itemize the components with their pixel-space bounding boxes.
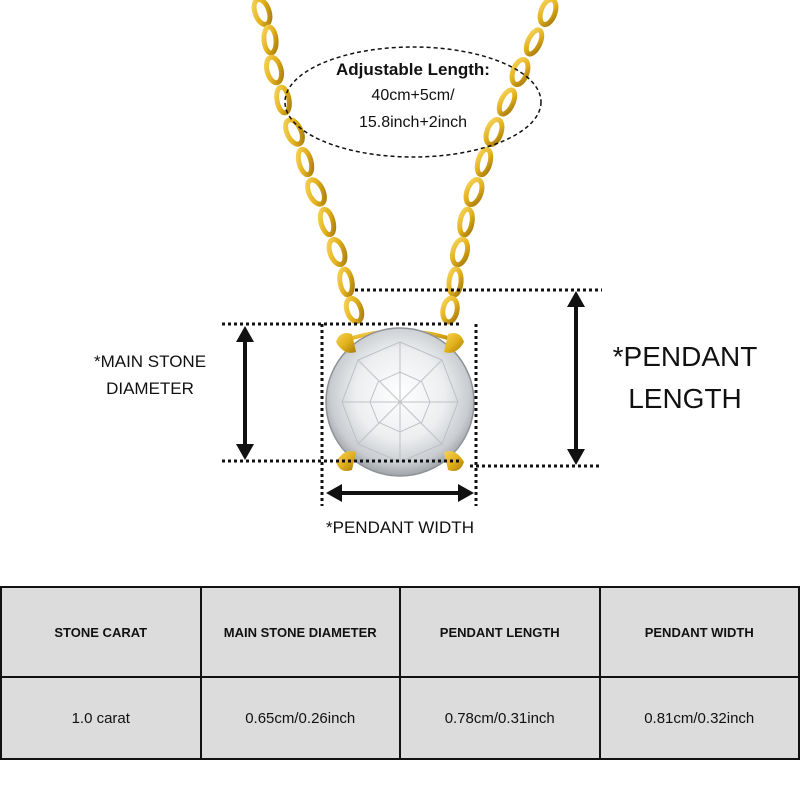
measurement-guides bbox=[222, 288, 602, 506]
prong-top-left bbox=[336, 333, 356, 353]
table-row: 1.0 carat 0.65cm/0.26inch 0.78cm/0.31inc… bbox=[0, 676, 800, 760]
table-header-row: STONE CARAT MAIN STONE DIAMETER PENDANT … bbox=[0, 586, 800, 678]
spec-table: STONE CARAT MAIN STONE DIAMETER PENDANT … bbox=[0, 586, 800, 760]
prong-bottom-right bbox=[444, 451, 464, 471]
callout-ellipse bbox=[284, 46, 542, 158]
value-stone-carat: 1.0 carat bbox=[0, 676, 202, 760]
pendant-width-arrow bbox=[326, 484, 474, 502]
value-pendant-length: 0.78cm/0.31inch bbox=[399, 676, 601, 760]
value-pendant-width: 0.81cm/0.32inch bbox=[598, 676, 800, 760]
adjustable-length-title: Adjustable Length: bbox=[336, 60, 490, 79]
pendant-length-arrow bbox=[567, 291, 585, 465]
necklace-product-photo bbox=[222, 0, 602, 506]
header-pendant-length: PENDANT LENGTH bbox=[399, 586, 601, 678]
right-chain bbox=[440, 0, 559, 325]
pendant bbox=[325, 327, 475, 477]
main-stone-diameter-label: *MAIN STONE DIAMETER bbox=[93, 352, 207, 398]
pendant-width-label: *PENDANT WIDTH bbox=[326, 518, 474, 537]
pendant-length-label: *PENDANT LENGTH bbox=[612, 341, 758, 414]
adjustable-length-cm: 40cm+5cm/ bbox=[371, 87, 455, 104]
header-main-stone-diameter: MAIN STONE DIAMETER bbox=[199, 586, 401, 678]
prong-bottom-left bbox=[336, 451, 356, 471]
header-pendant-width: PENDANT WIDTH bbox=[598, 586, 800, 678]
header-stone-carat: STONE CARAT bbox=[0, 586, 202, 678]
value-main-stone-diameter: 0.65cm/0.26inch bbox=[199, 676, 401, 760]
stone-diameter-arrow bbox=[236, 326, 254, 460]
prong-top-right bbox=[444, 333, 464, 353]
left-chain bbox=[251, 0, 365, 325]
adjustable-length-inch: 15.8inch+2inch bbox=[358, 114, 468, 131]
